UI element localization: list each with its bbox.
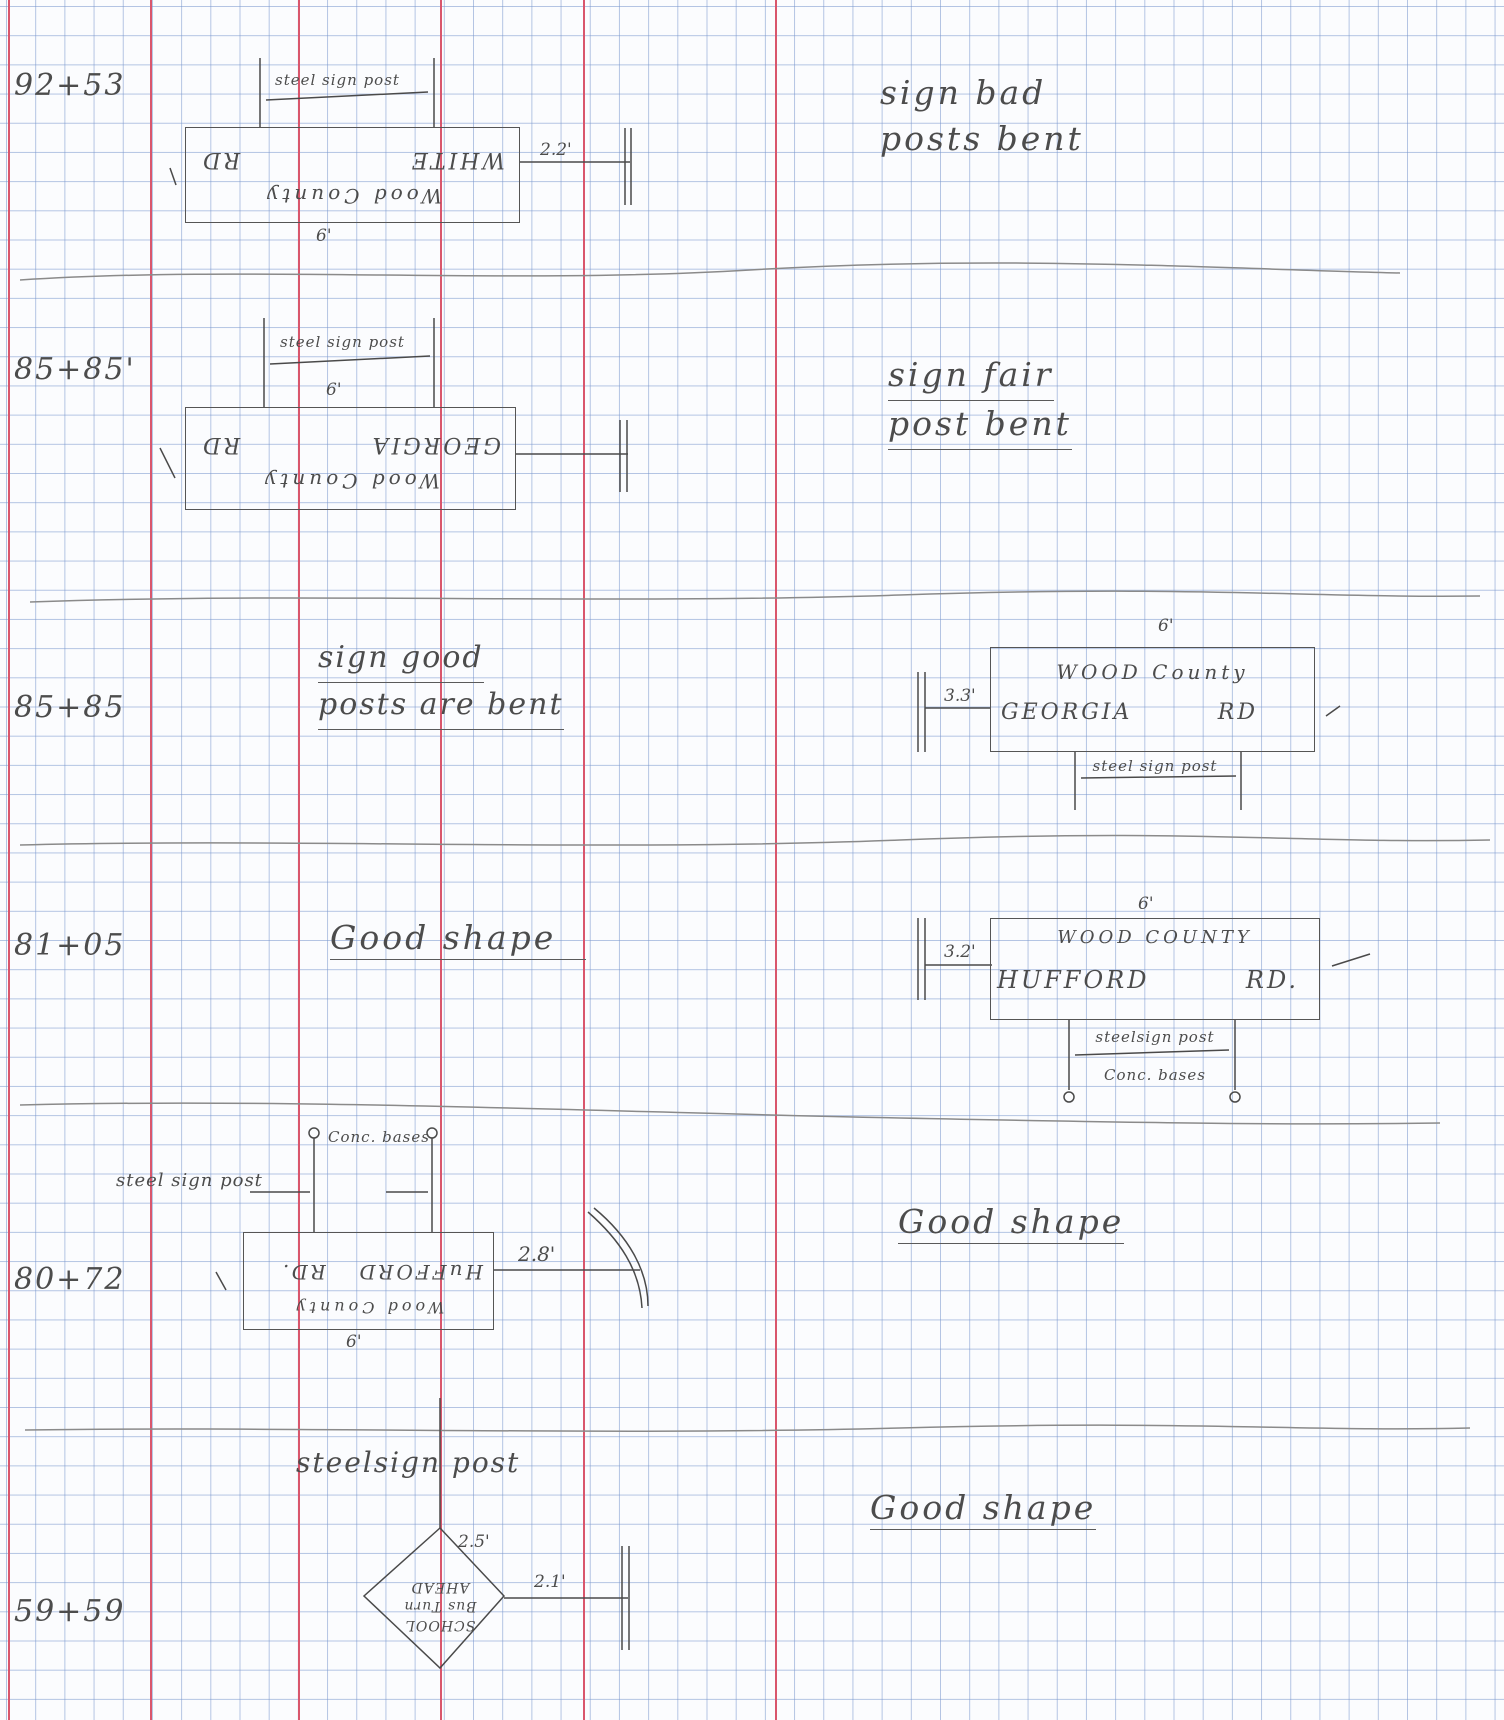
station-label: 85+85 [14,690,126,725]
sign-box: Wood County WHITE RD [185,127,520,223]
offset-label: 2.8' [518,1242,556,1266]
condition-note-line: posts bent [880,119,1084,158]
column-line [298,0,300,1720]
offset-label: 3.3' [944,686,976,706]
column-line [775,0,777,1720]
separator-line [19,834,1491,846]
separator-line [24,1424,1471,1432]
sign-box: WOOD COUNTY HUFFORD RD. [990,918,1320,1020]
sign-road-name: HUFFORD [997,966,1150,994]
condition-note: Good shape [898,1202,1125,1244]
base-label: Conc. bases [1104,1066,1206,1084]
diamond-sign-text: SCHOOL Bus Turn AHEAD [403,1579,477,1633]
sign-county-text: WOOD County [1056,660,1249,684]
condition-note: sign good posts are bent [318,636,564,730]
post-label: steel sign post [275,71,400,89]
sign-box: Wood County GEORGIA RD [185,407,516,510]
offset-label: 3.2' [944,942,976,962]
size-label: 2.5' [458,1532,490,1552]
separator-line [29,590,1481,603]
post-label: steelsign post [296,1446,521,1479]
condition-note: Good shape [330,918,587,960]
sign-box: Wood County HuFFORD RD. [243,1232,494,1330]
post-label: steelsign post [1095,1028,1215,1046]
sign-county-text: WOOD COUNTY [1057,927,1253,948]
margin-line [8,0,10,1720]
post-label: steel sign post [1092,757,1218,775]
post-label: steel sign post [280,333,405,351]
width-label: 6' [1138,894,1154,914]
sign-road-name: GEORGIA [1001,700,1133,725]
diamond-sign-outline [362,1526,506,1670]
centerline [440,0,442,1720]
sign-road-suffix: RD. [1245,966,1299,994]
station-label: 80+72 [14,1262,126,1297]
condition-note-line: sign bad [880,73,1047,112]
condition-note: sign fair post bent [888,352,1072,450]
offset-label: 2.2' [540,140,572,160]
sign-road-suffix: RD [1217,700,1258,725]
station-label: 85+85' [14,352,136,387]
column-line [150,0,152,1720]
condition-note: Good shape [870,1488,1097,1530]
station-label: 59+59 [14,1594,126,1629]
width-label: 6' [1158,616,1174,636]
separator-line [19,262,1401,281]
offset-label: 2.1' [534,1572,566,1592]
condition-note-line: sign fair [888,352,1054,401]
sign-box: WOOD County GEORGIA RD [990,647,1315,752]
base-label: Conc. bases [328,1128,430,1146]
separator-line [19,1102,1441,1125]
condition-note: sign bad posts bent [880,70,1084,162]
station-label: 92+53 [14,68,126,103]
column-line [583,0,585,1720]
condition-note-line: posts are bent [318,683,564,730]
width-label: 6' [316,226,332,246]
condition-note-line: post bent [888,401,1072,450]
station-label: 81+05 [14,928,126,963]
width-label: 6' [346,1332,362,1352]
post-label: steel sign post [116,1170,263,1191]
width-label: 6' [326,380,342,400]
